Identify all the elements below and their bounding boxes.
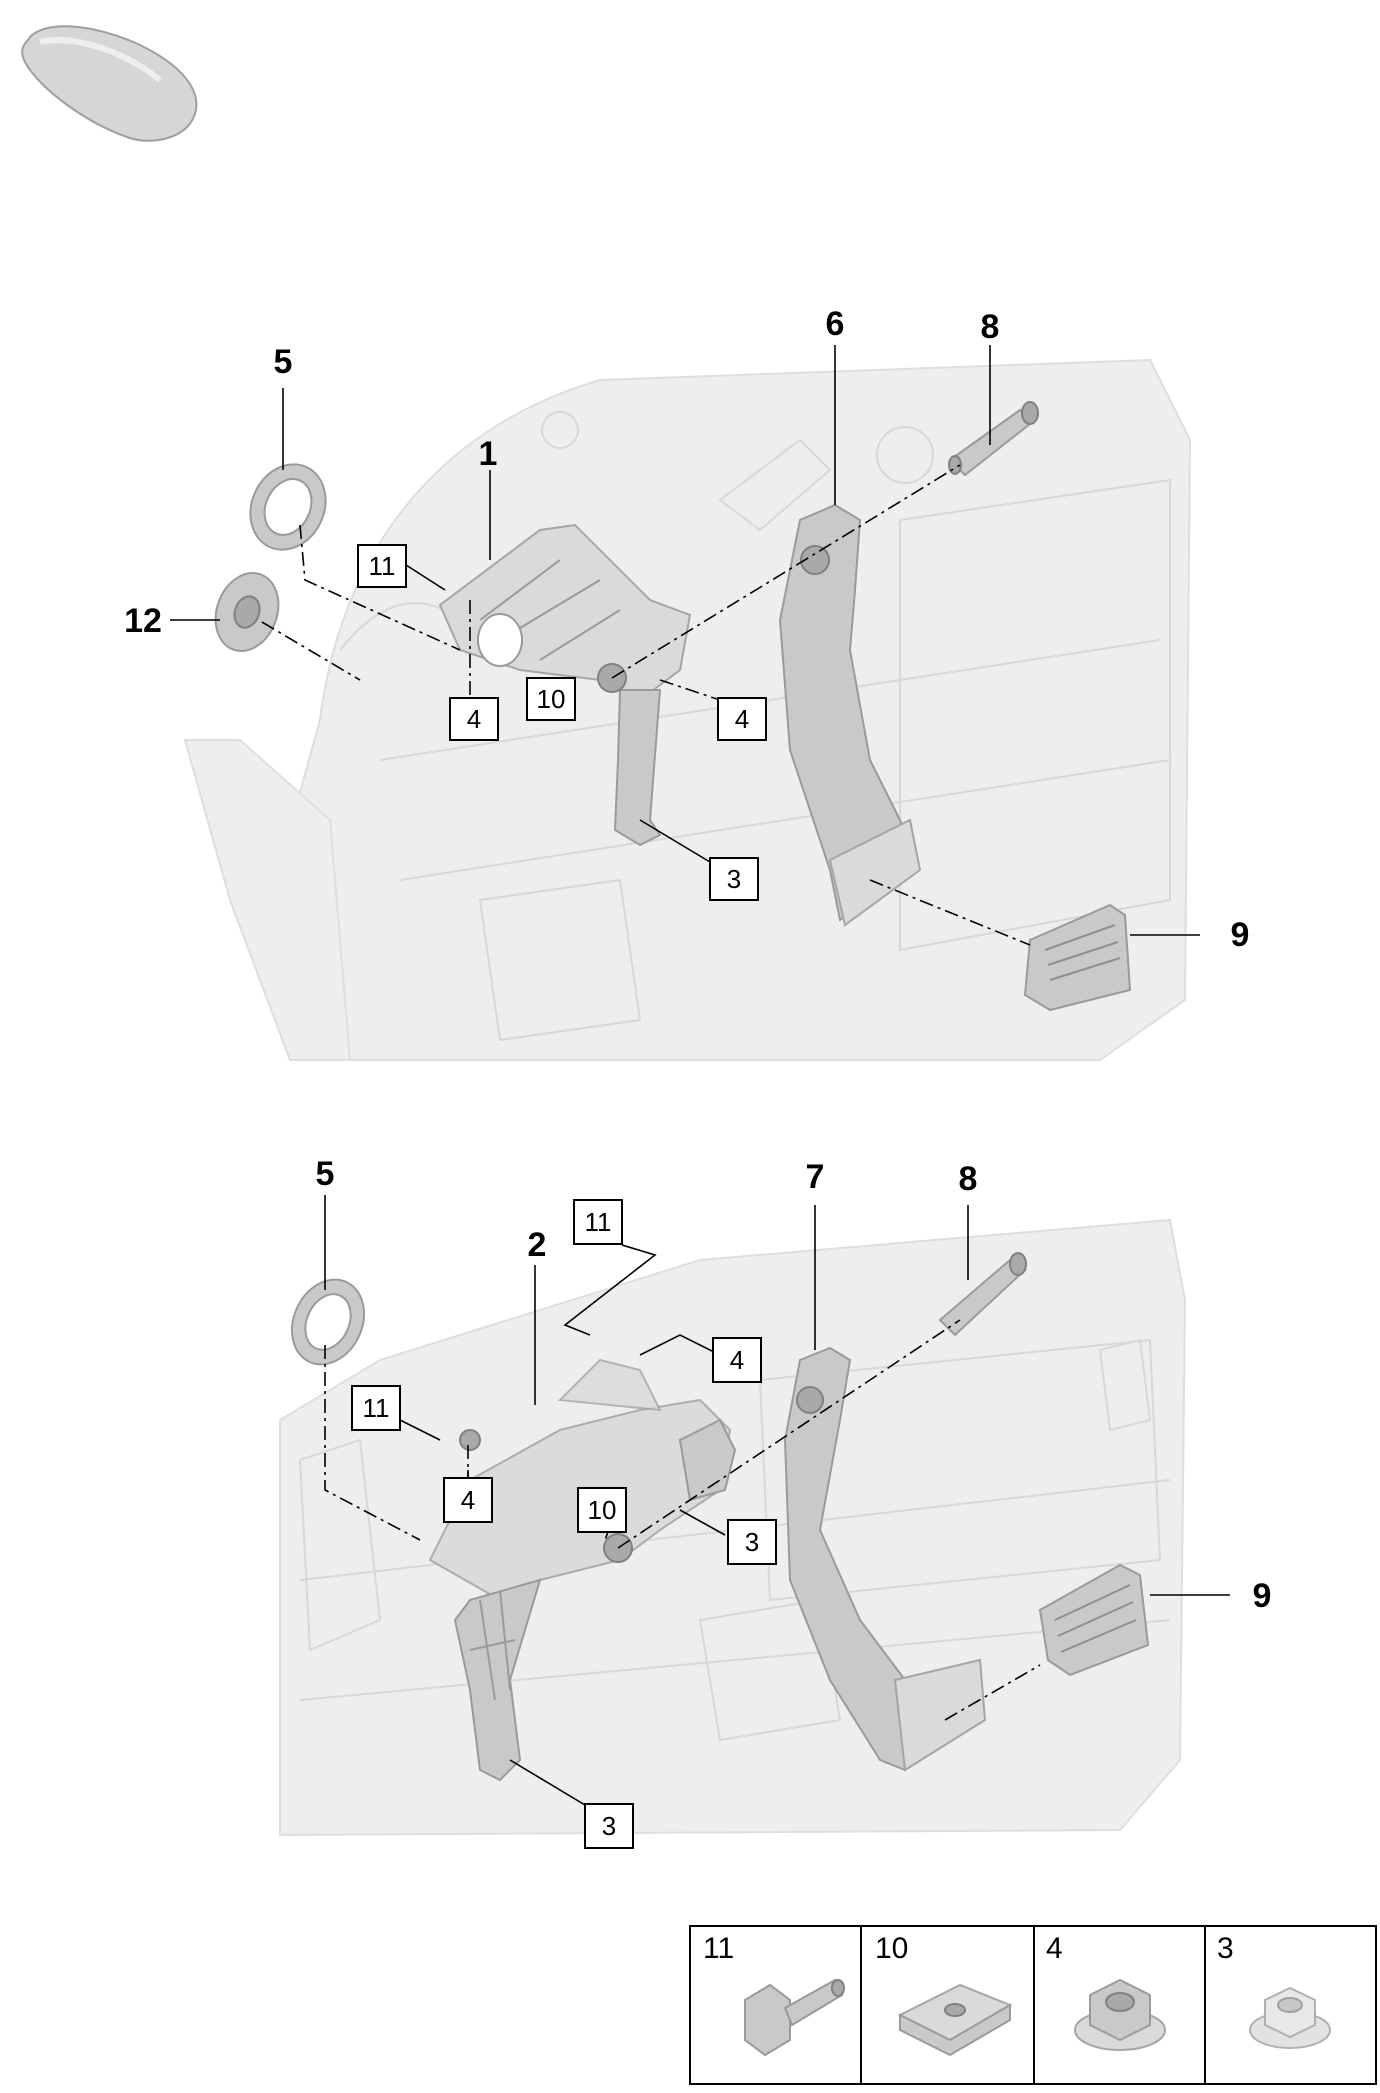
table-cell-3: 3 bbox=[1217, 1932, 1331, 2049]
ring-seal-part-5 bbox=[249, 463, 327, 551]
callout-11: 11 bbox=[351, 1385, 401, 1431]
fastener-parts-table: 11 10 4 3 bbox=[689, 1925, 1377, 2085]
svg-text:11: 11 bbox=[369, 551, 396, 581]
bottom-view: 5 2 7 8 9 11 4 11 4 10 3 bbox=[279, 1155, 1272, 1849]
svg-text:10: 10 bbox=[588, 1495, 617, 1525]
label-part-8: 8 bbox=[959, 1160, 978, 1198]
label-part-9: 9 bbox=[1231, 916, 1250, 954]
callout-11: 11 bbox=[357, 544, 407, 588]
svg-text:11: 11 bbox=[363, 1393, 390, 1423]
table-cell-11: 11 bbox=[703, 1932, 845, 2057]
flange-nut-small-icon bbox=[1249, 1986, 1331, 2049]
svg-text:10: 10 bbox=[875, 1932, 908, 1965]
callout-4: 4 bbox=[712, 1337, 762, 1383]
svg-text:4: 4 bbox=[1046, 1932, 1063, 1965]
svg-text:11: 11 bbox=[585, 1207, 612, 1237]
svg-text:3: 3 bbox=[602, 1811, 616, 1841]
flange-bolt-icon bbox=[744, 1978, 845, 2057]
label-part-5: 5 bbox=[274, 343, 293, 381]
svg-text:3: 3 bbox=[1217, 1932, 1234, 1965]
pivot-pin-part-8 bbox=[938, 1252, 1027, 1337]
pedal-pad-part-9 bbox=[1023, 903, 1132, 1012]
label-part-12: 12 bbox=[124, 602, 162, 640]
label-part-6: 6 bbox=[826, 305, 845, 343]
disc-part-12 bbox=[214, 572, 280, 652]
top-view: 5 1 6 8 9 12 11 4 10 4 3 bbox=[124, 305, 1250, 1061]
callout-4: 4 bbox=[449, 697, 499, 741]
flange-nut-icon bbox=[1074, 1978, 1166, 2051]
callout-3: 3 bbox=[709, 857, 759, 901]
svg-text:3: 3 bbox=[745, 1527, 759, 1557]
pivot-pin-part-8 bbox=[948, 401, 1039, 477]
svg-text:4: 4 bbox=[730, 1345, 744, 1375]
brake-pedal-part-7 bbox=[783, 1346, 987, 1772]
label-part-7: 7 bbox=[806, 1158, 825, 1196]
table-cell-10: 10 bbox=[875, 1932, 1013, 2057]
svg-text:3: 3 bbox=[727, 864, 741, 894]
callout-4: 4 bbox=[443, 1477, 493, 1523]
vehicle-thumbnail-icon bbox=[21, 25, 198, 142]
svg-text:4: 4 bbox=[461, 1485, 475, 1515]
svg-text:4: 4 bbox=[735, 704, 749, 734]
table-cell-4: 4 bbox=[1046, 1932, 1166, 2051]
callout-3: 3 bbox=[727, 1519, 777, 1565]
callout-10: 10 bbox=[526, 677, 576, 721]
label-part-5: 5 bbox=[316, 1155, 335, 1193]
label-part-9: 9 bbox=[1253, 1577, 1272, 1615]
clip-nut-icon bbox=[897, 1983, 1013, 2057]
svg-text:10: 10 bbox=[537, 684, 566, 714]
ring-seal-part-5 bbox=[291, 1278, 365, 1366]
pedal-pad-part-9 bbox=[1038, 1563, 1150, 1677]
brake-pedal-part-6 bbox=[778, 503, 922, 927]
label-part-2: 2 bbox=[528, 1226, 547, 1264]
pedal-bracket-part-1 bbox=[438, 523, 692, 847]
label-part-1: 1 bbox=[479, 435, 498, 473]
callout-10: 10 bbox=[577, 1487, 627, 1533]
callout-4: 4 bbox=[717, 697, 767, 741]
callout-11: 11 bbox=[573, 1199, 623, 1245]
svg-text:4: 4 bbox=[467, 704, 481, 734]
callout-3: 3 bbox=[584, 1803, 634, 1849]
label-part-8: 8 bbox=[981, 308, 1000, 346]
svg-text:11: 11 bbox=[703, 1932, 734, 1965]
